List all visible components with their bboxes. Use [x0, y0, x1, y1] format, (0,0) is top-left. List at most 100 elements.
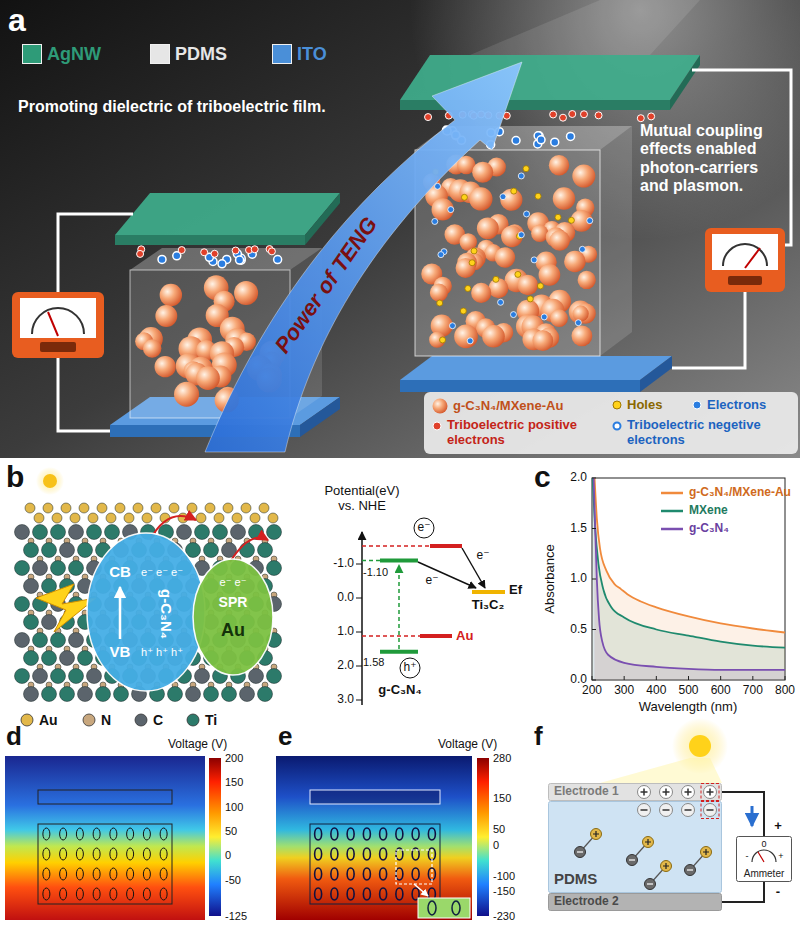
charge-dot — [432, 218, 438, 224]
node-text: SPR — [219, 594, 248, 610]
legend-symbol — [660, 506, 684, 516]
ammeter-symbol — [12, 292, 104, 358]
composite-particle — [469, 187, 492, 210]
charge-dot — [460, 308, 466, 314]
charge-dot — [232, 247, 239, 254]
energy-diagram — [356, 518, 505, 705]
energy-diagram — [418, 562, 476, 588]
charge-dot — [524, 211, 530, 217]
energy-diagram — [414, 518, 434, 538]
plasmon-particle: e⁻ e⁻SPRAu — [192, 558, 274, 676]
legend-symbol — [612, 421, 622, 431]
electrode-outline — [396, 828, 403, 840]
crystal-lattice — [24, 579, 39, 594]
legend-text: Triboelectric positive electrons — [447, 418, 612, 448]
composite-particle — [477, 217, 499, 239]
legend-swatch — [22, 44, 42, 64]
charge-dot — [467, 338, 473, 344]
legend-text: g-C₃N₄ — [689, 522, 729, 536]
composite-particle — [471, 283, 491, 303]
absorbance-chart — [752, 676, 753, 680]
panel-letter: e — [278, 722, 292, 752]
composite-particle — [196, 366, 220, 390]
electrode-outline — [331, 868, 338, 880]
legend-text: AgNW — [47, 44, 101, 65]
crystal-lattice — [195, 525, 210, 540]
charge-dot — [438, 252, 444, 258]
panel-letter: c — [534, 460, 551, 495]
absorbance-chart — [593, 478, 785, 680]
absorbance-chart — [593, 478, 785, 648]
crystal-lattice — [70, 513, 80, 523]
charge-dot — [201, 249, 208, 256]
node-text: CB — [109, 563, 131, 580]
crystal-lattice — [69, 561, 84, 576]
absorbance-chart — [592, 528, 596, 529]
crystal-lattice — [232, 513, 242, 523]
light-bolt — [230, 538, 268, 562]
charge-dot — [500, 194, 506, 200]
teng-device-left — [115, 193, 340, 235]
charge-dot — [137, 250, 144, 257]
crystal-lattice — [250, 513, 260, 523]
crystal-lattice — [187, 503, 197, 513]
ammeter-symbol — [58, 358, 110, 431]
sun-icon — [43, 474, 57, 488]
panel-letter: d — [6, 722, 22, 752]
energy-diagram — [356, 700, 362, 701]
teng-device-right — [415, 150, 600, 356]
charge-dot — [158, 255, 166, 263]
charge-dot — [531, 257, 537, 263]
charge-dot — [268, 248, 275, 255]
tick-label: -50 — [225, 873, 241, 886]
crystal-lattice — [124, 513, 134, 523]
legend-item: C — [134, 712, 163, 728]
absorbance-chart — [592, 680, 596, 681]
electrode-outline — [396, 888, 403, 900]
electrode-outline — [412, 828, 419, 840]
electrode-outline — [43, 828, 50, 840]
electrode-band: Electrode 2 — [548, 893, 722, 911]
charge-dot — [510, 312, 516, 318]
electrode-outline — [331, 848, 338, 860]
composite-particle — [155, 356, 176, 377]
ammeter-symbol — [723, 244, 767, 266]
electrode-outline — [347, 848, 354, 860]
tick-label: -230 — [493, 910, 515, 923]
legend-text: Electrons — [707, 398, 766, 413]
legend-item: ITO — [272, 44, 327, 65]
composite-particle — [531, 225, 548, 242]
electrode-outline — [315, 848, 322, 860]
legend-swatch — [272, 44, 292, 64]
crystal-lattice — [106, 513, 116, 523]
ammeter-symbol — [672, 70, 791, 368]
crystal-lattice — [267, 525, 282, 540]
crystal-lattice — [195, 669, 210, 684]
ammeter-symbol — [58, 214, 133, 292]
electrode-outline — [331, 888, 338, 900]
crystal-lattice — [61, 503, 71, 513]
potential-map — [477, 758, 489, 916]
composite-particle — [234, 281, 258, 305]
energy-diagram — [362, 560, 380, 562]
crystal-lattice — [24, 543, 39, 558]
charge-dot — [498, 299, 504, 305]
terminal-sign: - — [776, 885, 780, 900]
potential-map — [418, 898, 470, 918]
crystal-lattice — [15, 503, 282, 702]
energy-diagram — [356, 666, 362, 667]
crystal-lattice — [133, 503, 143, 513]
charge-dot — [274, 256, 282, 264]
ammeter-symbol — [705, 228, 785, 292]
electrode-outline — [363, 848, 370, 860]
tick-label: 50 — [225, 825, 237, 838]
electrode-outline — [380, 888, 387, 900]
absorbance-chart — [592, 478, 785, 680]
electrode-outline — [93, 888, 100, 900]
tick-label: 100 — [225, 800, 243, 813]
electrode-outline — [110, 828, 117, 840]
charge-dot — [541, 314, 547, 320]
electrode-outline — [76, 868, 83, 880]
legend-item: Au — [20, 712, 58, 728]
crystal-lattice — [258, 687, 273, 702]
